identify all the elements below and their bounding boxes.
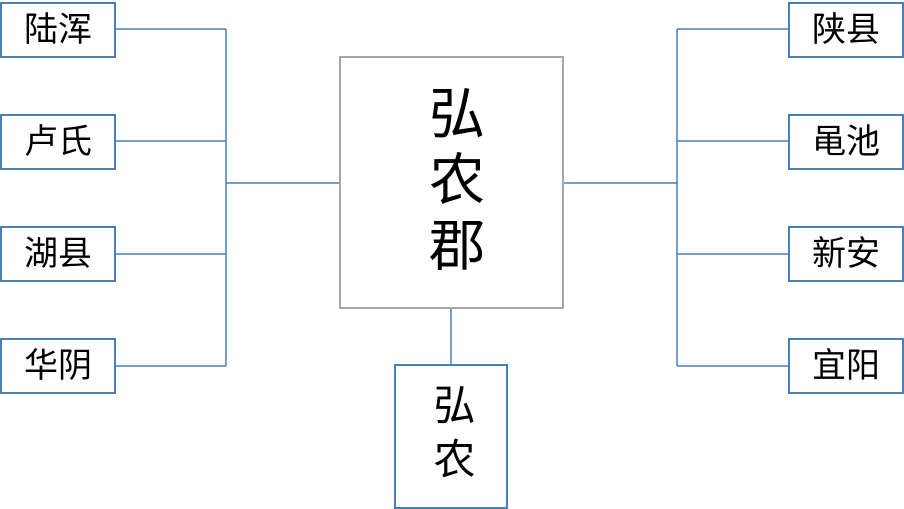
commandery-label: 弘农郡 [419, 83, 485, 282]
county-label: 新安 [812, 234, 880, 274]
county-node-right-3: 新安 [788, 226, 904, 282]
county-node-left-2: 卢氏 [0, 114, 116, 170]
county-node-left-4: 华阴 [0, 338, 116, 394]
county-node-right-2: 黾池 [788, 114, 904, 170]
county-label: 湖县 [24, 234, 92, 274]
seat-county-node: 弘农 [394, 364, 508, 509]
county-label: 宜阳 [812, 346, 880, 386]
county-label: 陆浑 [24, 10, 92, 50]
county-label: 黾池 [812, 122, 880, 162]
county-label: 陕县 [812, 10, 880, 50]
county-label: 卢氏 [24, 122, 92, 162]
county-label: 华阴 [24, 346, 92, 386]
county-node-left-3: 湖县 [0, 226, 116, 282]
county-node-right-4: 宜阳 [788, 338, 904, 394]
county-node-left-1: 陆浑 [0, 2, 116, 58]
seat-county-label: 弘农 [427, 382, 476, 491]
county-node-right-1: 陕县 [788, 2, 904, 58]
commandery-node: 弘农郡 [339, 56, 564, 309]
